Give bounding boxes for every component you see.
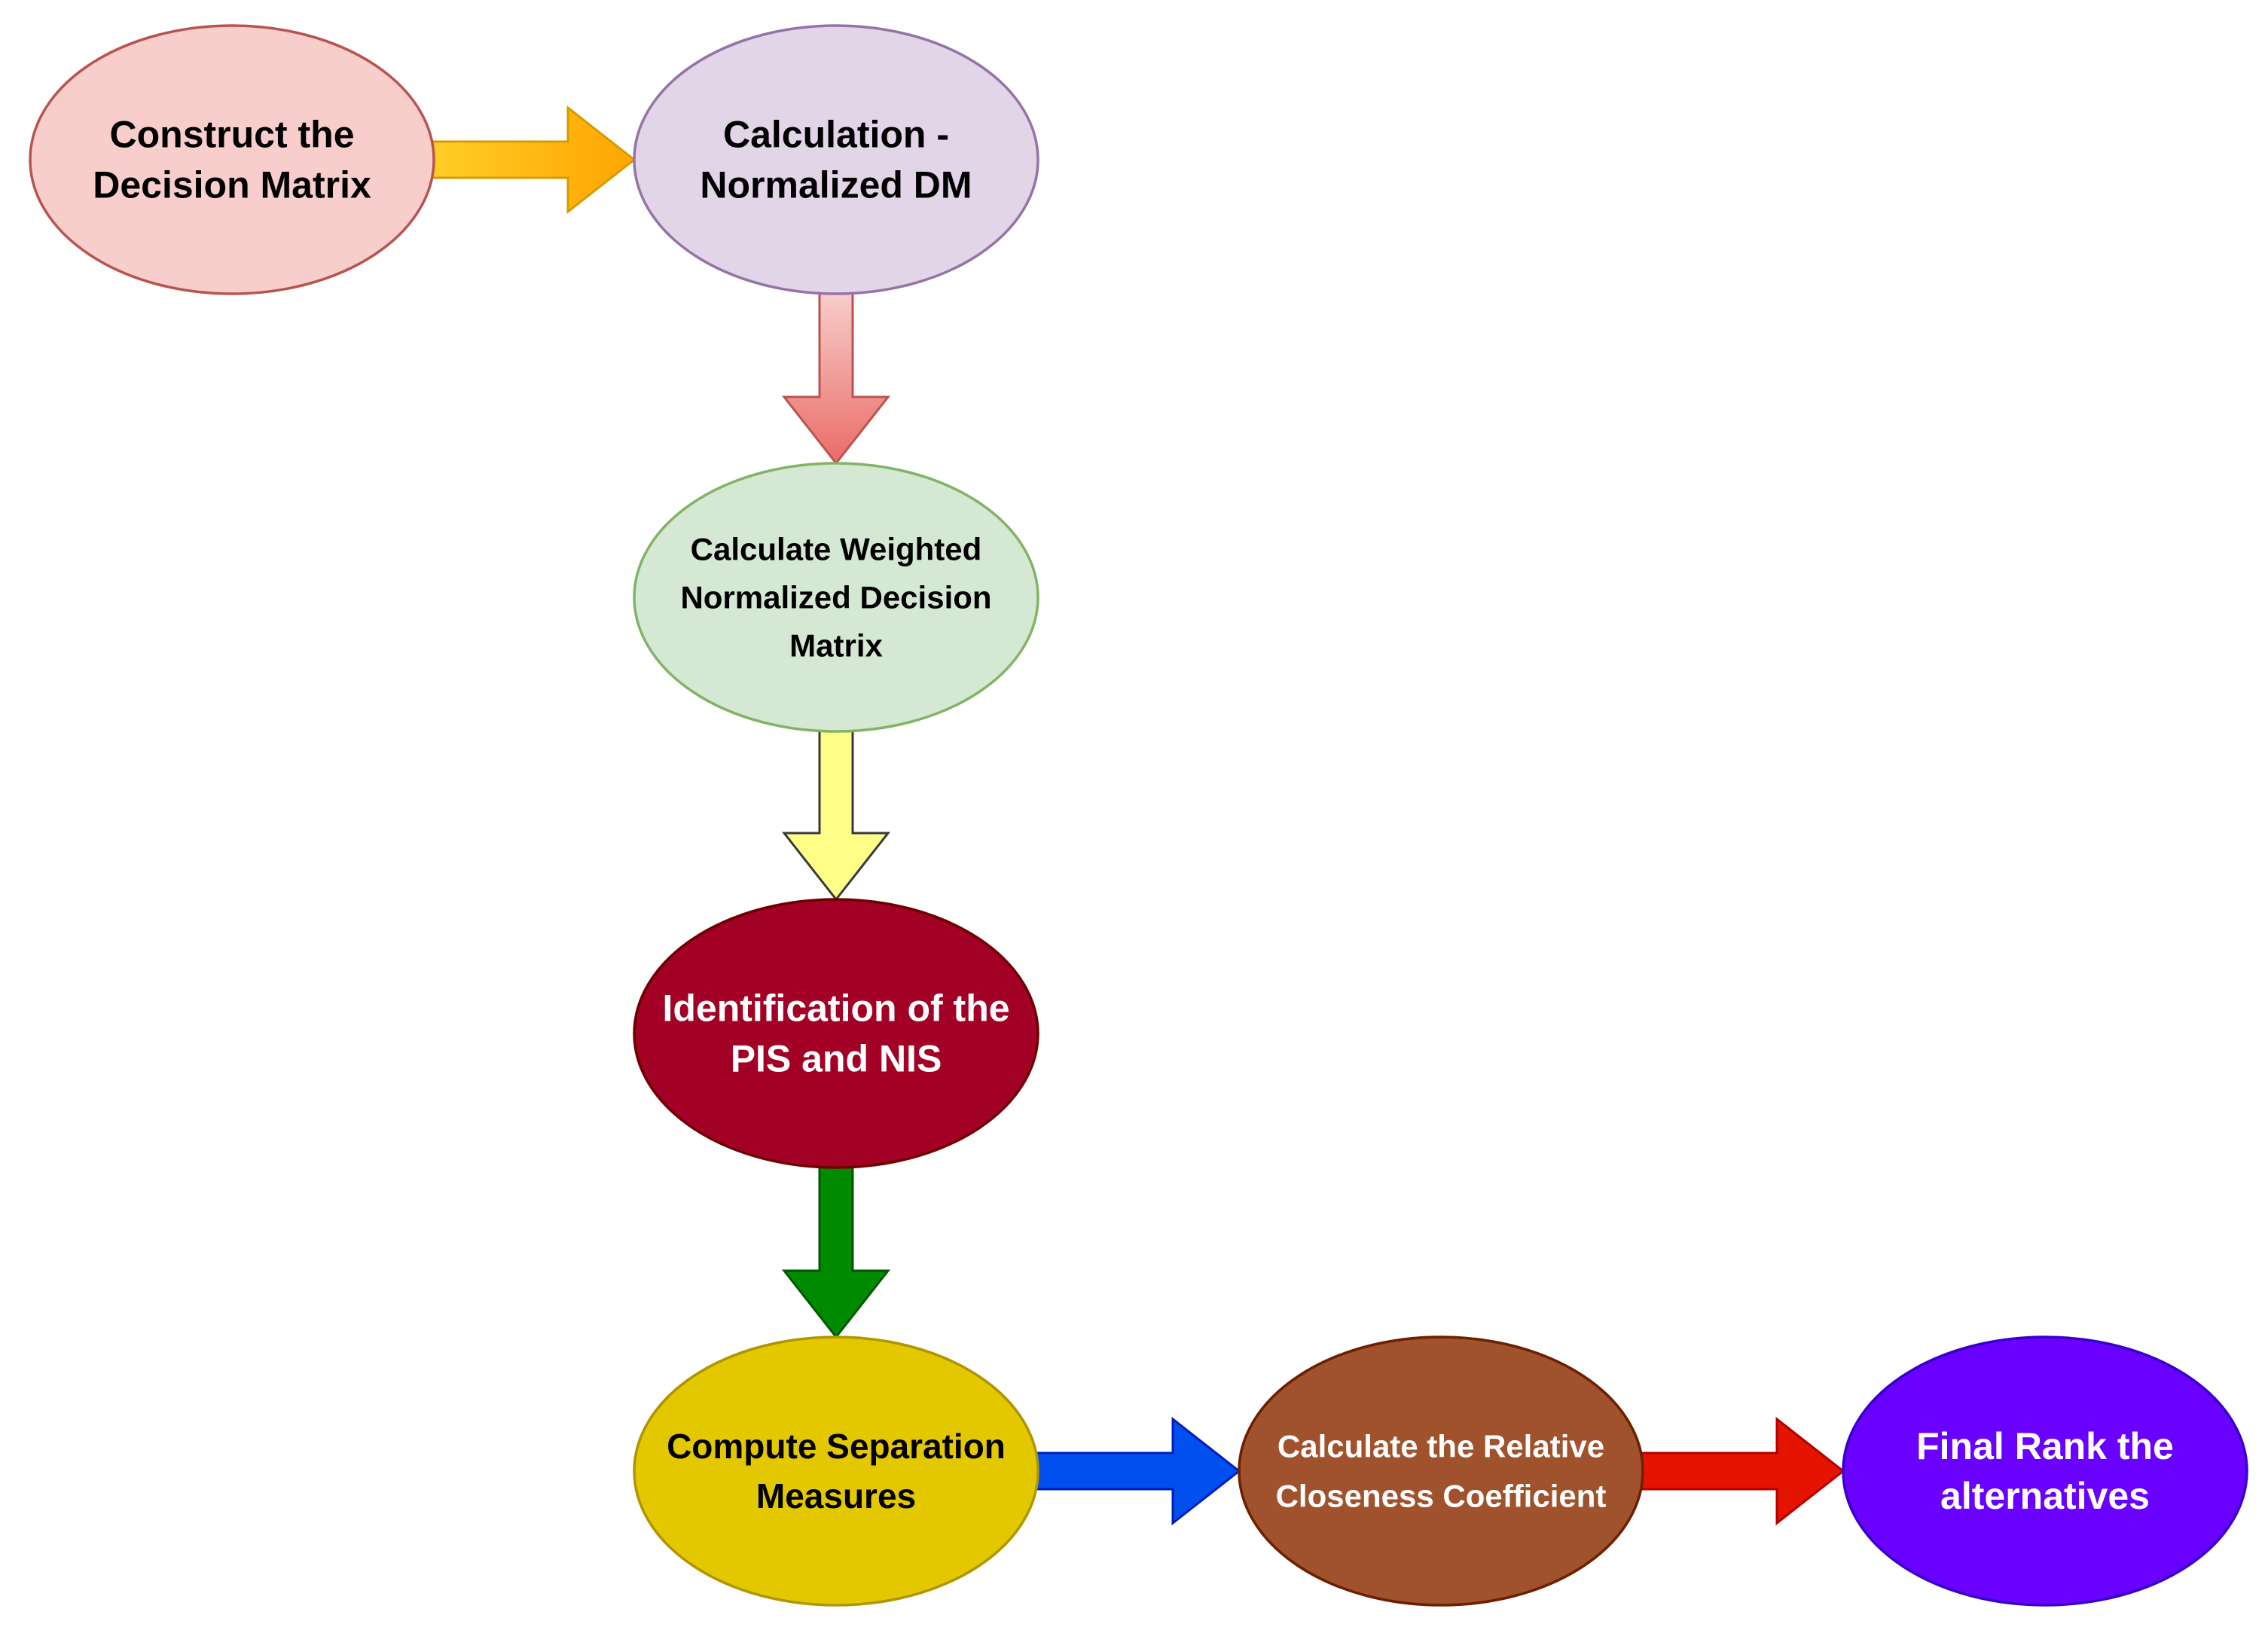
node-label-final-rank-line-1: Final Rank the — [1916, 1425, 2174, 1467]
node-label-pis-nis-line-1: Identification of the — [662, 987, 1009, 1030]
node-normalized: Calculation - Normalized DM — [633, 24, 1039, 295]
node-label-weighted-line-2: Normalized Decision — [680, 580, 991, 615]
arrow-separation-to-closeness — [1035, 1416, 1241, 1526]
node-shape-construct — [29, 24, 435, 295]
arrow-closeness-to-final-rank — [1640, 1416, 1845, 1526]
node-final-rank: Final Rank the alternatives — [1842, 1335, 2248, 1607]
node-shape-normalized — [633, 24, 1039, 295]
node-shape-closeness — [1238, 1335, 1644, 1607]
node-label-construct-line-1: Construct the — [110, 114, 355, 156]
node-label-weighted-line-1: Calculate Weighted — [691, 532, 982, 567]
arrow-weighted-to-pis-nis — [781, 728, 891, 902]
node-shape-pis-nis — [633, 898, 1039, 1169]
node-shape-final-rank — [1842, 1335, 2248, 1607]
node-shape-separation — [633, 1335, 1039, 1607]
node-label-normalized-line-1: Calculation - — [723, 114, 949, 156]
arrow-layer — [431, 105, 1845, 1526]
arrow-construct-to-normalized — [431, 105, 636, 215]
node-label-pis-nis-line-2: PIS and NIS — [731, 1038, 942, 1080]
node-label-weighted-line-3: Matrix — [789, 628, 883, 664]
node-label-closeness-line-2: Closeness Coefficient — [1276, 1479, 1607, 1514]
node-label-final-rank-line-2: alternatives — [1940, 1475, 2150, 1517]
node-label-closeness-line-1: Calculate the Relative — [1277, 1429, 1604, 1464]
node-shape-weighted — [633, 462, 1039, 733]
arrow-pis-nis-to-separation — [781, 1165, 891, 1339]
node-label-separation-line-2: Measures — [756, 1476, 916, 1516]
arrow-normalized-to-weighted — [781, 291, 891, 466]
node-label-normalized-line-2: Normalized DM — [700, 164, 972, 206]
node-label-construct-line-2: Decision Matrix — [93, 164, 371, 206]
node-label-separation-line-1: Compute Separation — [667, 1427, 1006, 1466]
